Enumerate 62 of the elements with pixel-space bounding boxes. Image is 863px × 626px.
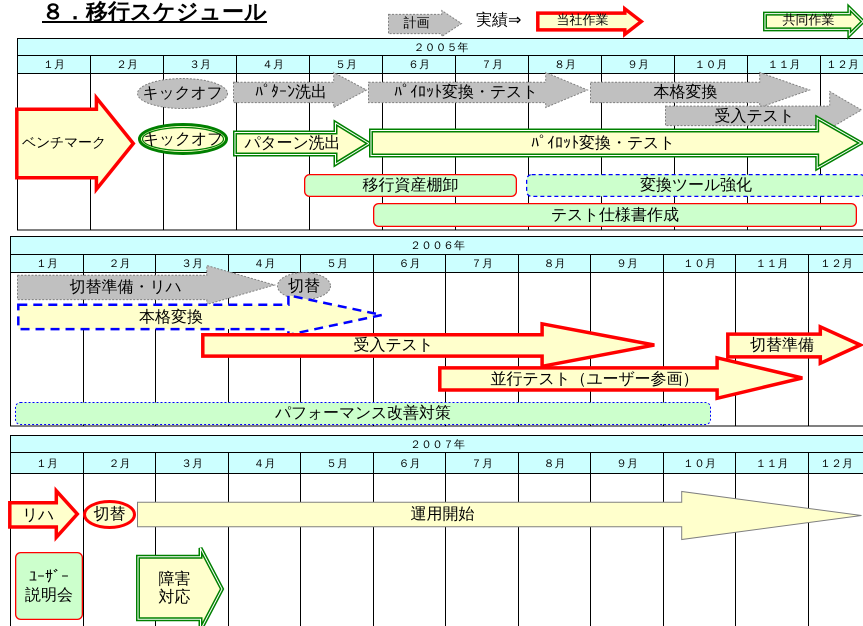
legend-arrow: 当社作業 — [536, 7, 643, 36]
task-box: 変換ツール強化 — [526, 174, 863, 197]
month-cell: ２月 — [83, 254, 156, 273]
month-cell: ８月 — [518, 254, 591, 273]
month-cell: ８月 — [518, 452, 591, 474]
month-cell: １０月 — [663, 254, 736, 273]
month-cell: ５月 — [300, 452, 374, 474]
work-bar: 並行テスト（ユーザー参画） — [438, 356, 804, 400]
task-box: ﾕｰｻﾞｰ説明会 — [15, 552, 83, 620]
month-cell: ９月 — [590, 254, 664, 273]
month-cell: １２月 — [820, 55, 863, 74]
month-cell: １０月 — [663, 452, 736, 474]
plan-bar: ﾊﾟﾀｰﾝ洗出 — [233, 72, 367, 108]
month-cell: ６月 — [373, 452, 446, 474]
month-cell: ４月 — [228, 254, 301, 273]
plan-ellipse: 切替 — [277, 272, 331, 300]
month-cell: ４月 — [236, 55, 310, 74]
month-cell: ７月 — [455, 55, 529, 74]
year-header: ２００５年 — [17, 38, 863, 56]
month-cell: １月 — [10, 452, 84, 474]
month-cell: １０月 — [674, 55, 748, 74]
month-cell: ８月 — [528, 55, 602, 74]
month-cell: １月 — [10, 254, 84, 273]
plan-bar: 本格変換 — [590, 72, 810, 108]
month-cell: ４月 — [228, 452, 301, 474]
month-cell: ９月 — [601, 55, 675, 74]
month-cell: ３月 — [163, 55, 237, 74]
year-header: ２００７年 — [10, 435, 863, 453]
month-cell: ２月 — [83, 452, 156, 474]
month-cell: ９月 — [590, 452, 664, 474]
month-cell: ５月 — [300, 254, 374, 273]
work-bar: 本格変換 — [17, 294, 383, 336]
plan-ellipse: キックオフ — [137, 78, 228, 109]
title: ８．移行スケジュール — [42, 1, 267, 26]
month-cell: ７月 — [445, 254, 519, 273]
month-cell: ２月 — [90, 55, 164, 74]
month-cell: ３月 — [155, 254, 229, 273]
plan-bar: ﾊﾟｲﾛｯﾄ変換・テスト — [368, 72, 588, 108]
work-bar: 切替準備 — [726, 325, 862, 365]
work-bar: 受入テスト — [201, 322, 656, 368]
operation-bar: 運用開始 — [137, 491, 862, 540]
joint-bar: 障害対応 — [137, 547, 223, 626]
joint-ellipse: キックオフ — [138, 123, 228, 155]
month-cell: ６月 — [373, 254, 446, 273]
year-header: ２００６年 — [10, 236, 863, 255]
task-box: テスト仕様書作成 — [373, 203, 857, 227]
month-cell: ６月 — [382, 55, 456, 74]
month-cell: ７月 — [445, 452, 519, 474]
month-cell: ５月 — [309, 55, 383, 74]
month-cell: １１月 — [747, 55, 821, 74]
month-cell: １２月 — [808, 254, 863, 273]
work-bar: リハ — [8, 489, 79, 539]
month-cell: １１月 — [735, 254, 809, 273]
month-cell: １２月 — [808, 452, 863, 474]
label-text: 実績⇒ — [476, 10, 522, 30]
legend-arrow: 計画 — [388, 10, 462, 37]
month-cell: １１月 — [735, 452, 809, 474]
month-cell: ３月 — [155, 452, 229, 474]
joint-bar: パターン洗出 — [234, 122, 370, 165]
month-cell: １月 — [17, 55, 91, 74]
task-box: 移行資産棚卸 — [304, 174, 517, 197]
task-box: パフォーマンス改善対策 — [15, 402, 711, 425]
